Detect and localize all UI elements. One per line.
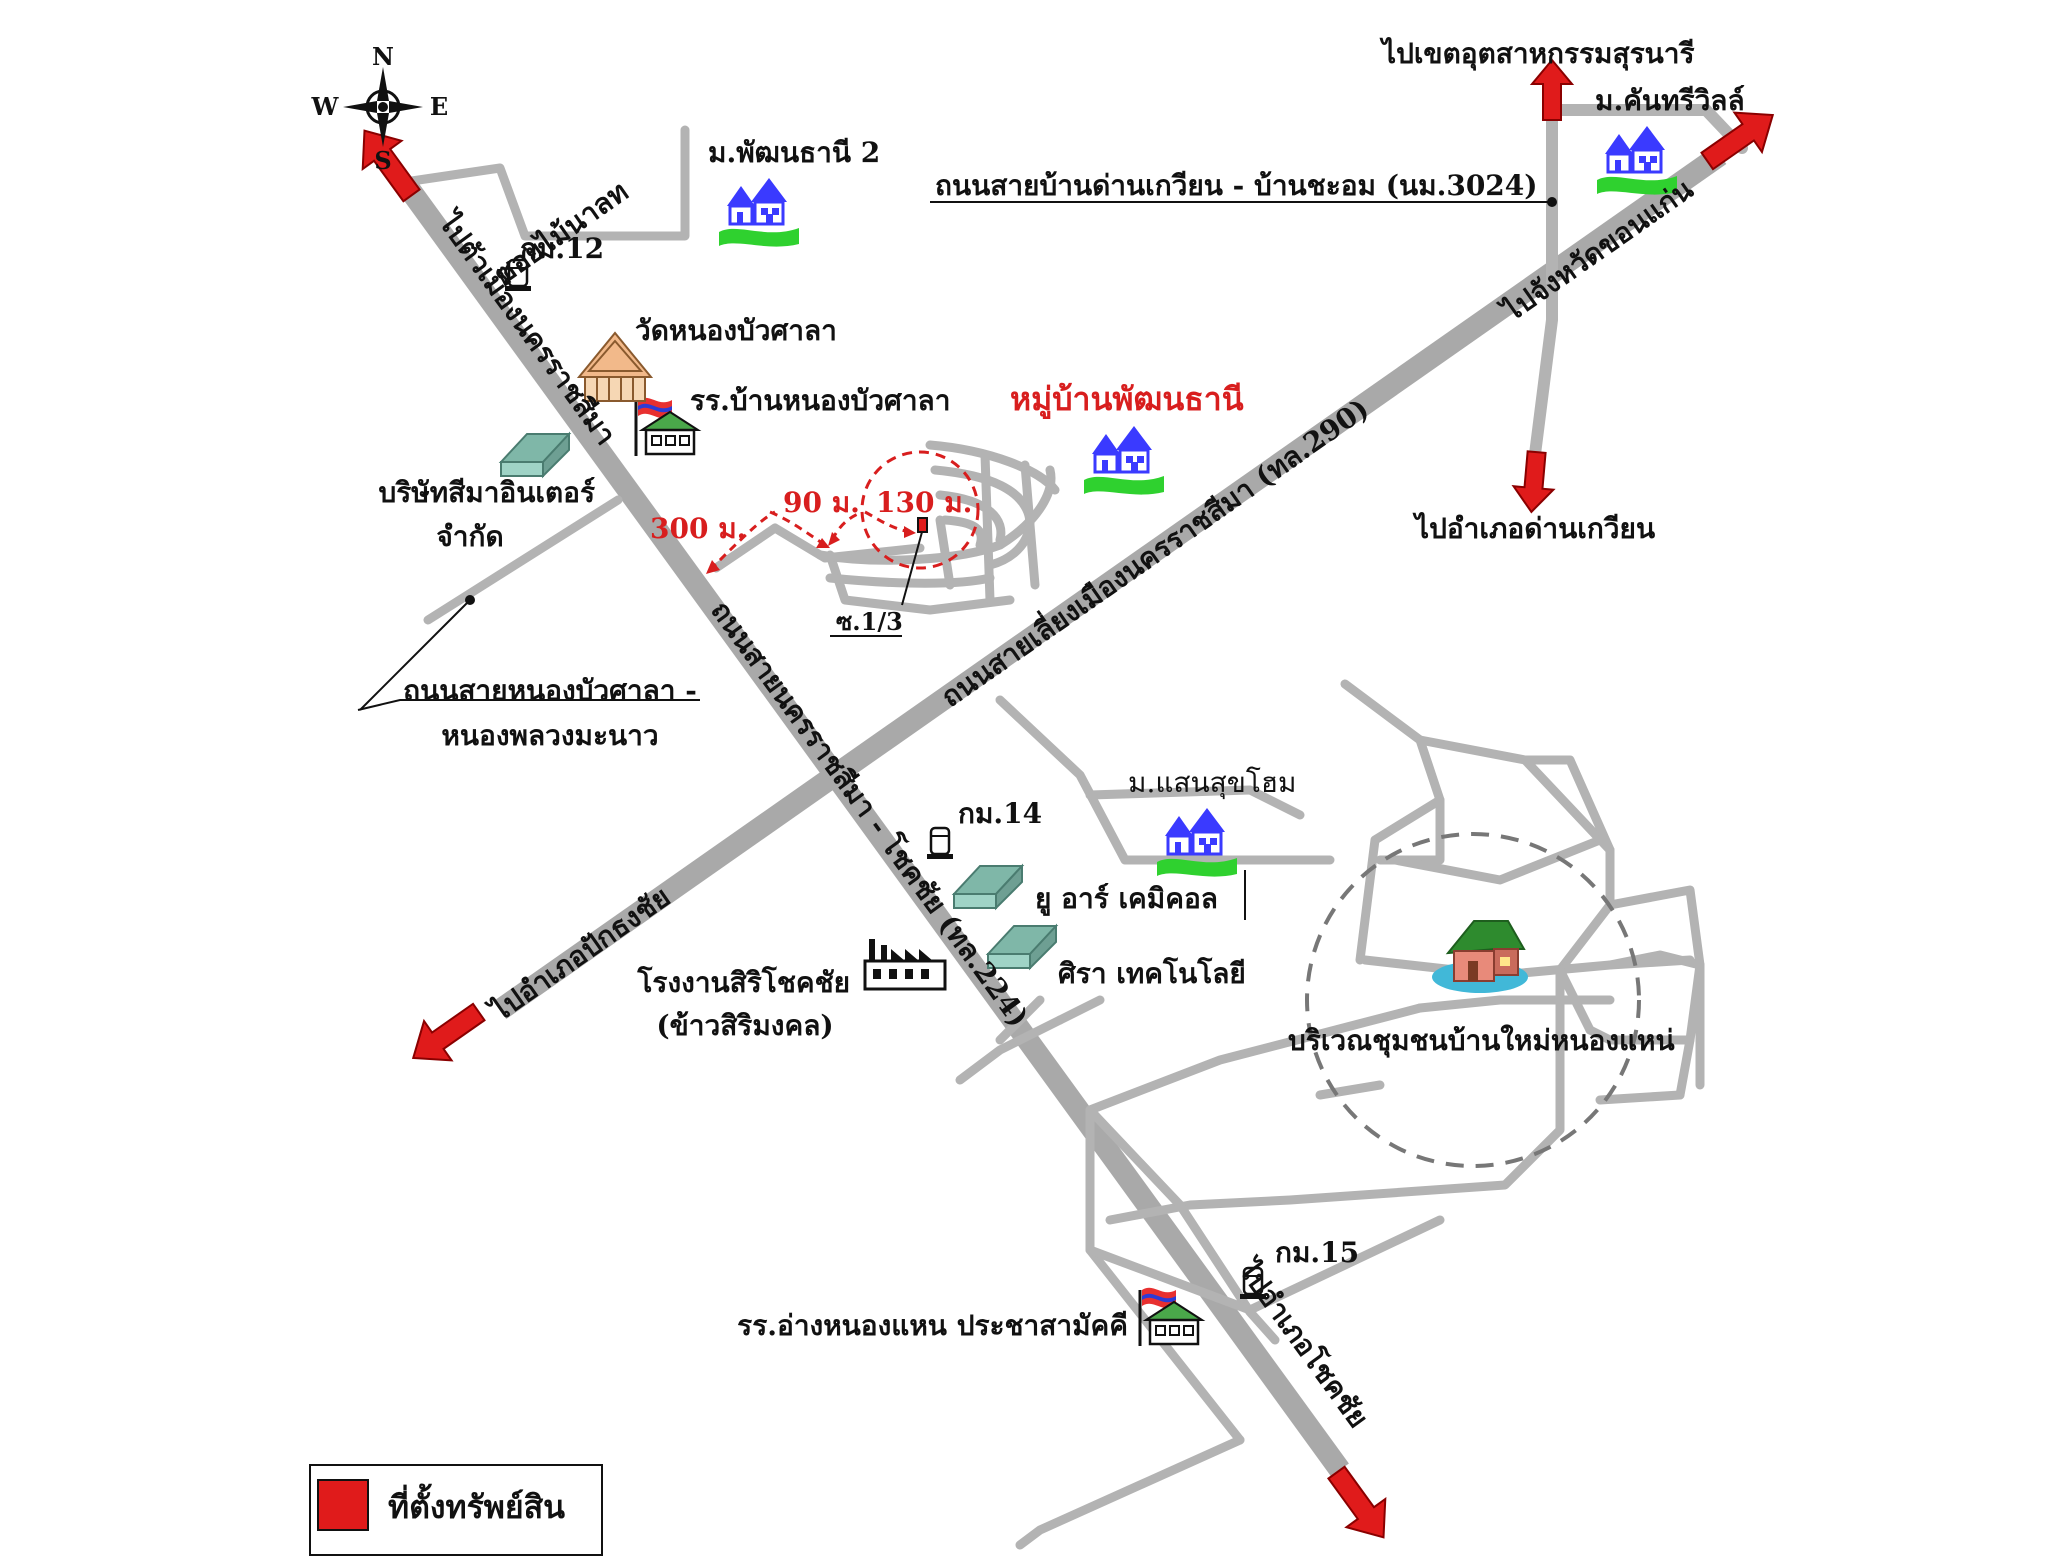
label-road-nongbua-line2: หนองพลวงมะนาว (441, 719, 658, 752)
label-siri-factory-line1: โรงงานสิริโชคชัย (636, 965, 850, 999)
label-soi13: ซ.1/3 (836, 607, 903, 636)
arrow-to-pakthongchai (411, 1002, 486, 1062)
road-nongbua (423, 495, 623, 625)
distance-indicators (706, 510, 916, 574)
label-road-3024: ถนนสายบ้านด่านเกวียน - บ้านชะอม (นม.3024… (935, 169, 1538, 202)
compass-west: W (311, 92, 340, 121)
village-subdivision (711, 440, 1060, 615)
community-boundary-circle (1305, 832, 1641, 1168)
km-post-icon-14 (925, 826, 955, 861)
label-saensuk: ม.แสนสุขโฮม (1128, 766, 1296, 800)
label-km15: กม.15 (1275, 1236, 1359, 1269)
property-radius-circle (860, 450, 980, 570)
highway-224 (401, 183, 1349, 1477)
house-cluster-icon-saensuk (1155, 806, 1239, 879)
label-to-industrial: ไปเขตอุตสาหกรรมสุรนารี (1379, 37, 1695, 71)
house-cluster-icon-village (1082, 424, 1166, 497)
label-km12: กม.12 (520, 232, 604, 265)
property-marker[interactable] (917, 517, 928, 533)
map-legend: ที่ตั้งทรัพย์สิน (309, 1464, 603, 1556)
road-3024-dot (1547, 197, 1557, 207)
legend-label: ที่ตั้งทรัพย์สิน (388, 1483, 565, 1526)
label-community: บริเวณชุมชนบ้านใหม่หนองแหน่ (1288, 1024, 1675, 1058)
label-road-nongbua-line1: ถนนสายหนองบัวศาลา - (403, 674, 697, 707)
label-country-ville: ม.คันทรีวิลล์ (1595, 84, 1745, 117)
arrow-to-chokchai (1327, 1465, 1387, 1539)
factory-icon (863, 939, 947, 991)
school-flag-icon-nongbua (634, 396, 700, 458)
arrow-to-dankwian (1511, 450, 1556, 514)
label-wat: วัดหนองบัวศาลา (635, 314, 837, 347)
legend-swatch (317, 1479, 369, 1531)
warehouse-icon-ur-chemical (953, 865, 1023, 909)
house-icon-community (1432, 920, 1528, 993)
compass-rose-icon: N S E W (311, 42, 449, 175)
compass-south: S (374, 146, 391, 175)
road-soi-mai-nalat (400, 125, 690, 241)
label-school-angnongnaen: รร.อ่างหนองแหน ประชาสามัคคี (737, 1309, 1128, 1342)
label-highway-290: ถนนสายเลี่ยงเมืองนครราชสีมา (ทล.290) (933, 389, 1375, 714)
label-distance-90: 90 ม. (783, 486, 860, 519)
map-labels: กม.12 กม.14 กม.15 ม.พัฒนธานี 2 วัดหนองบั… (378, 37, 1744, 1434)
label-to-pakthongchai: ไปอำเภอปักธงชัย (483, 880, 677, 1029)
label-distance-130: 130 ม. (876, 486, 972, 519)
label-pattanatanee2: ม.พัฒนธานี 2 (708, 136, 880, 169)
temple-icon (576, 331, 654, 402)
road-nongbua-leader (357, 699, 700, 711)
label-sira-tech: ศิรา เทคโนโลยี (1058, 956, 1246, 990)
label-sima-line1: บริษัทสีมาอินเตอร์ (378, 476, 595, 509)
compass-north: N (372, 42, 394, 71)
road-network (400, 104, 1748, 1550)
local-road-network-southeast (955, 679, 1705, 1550)
road-3024 (1528, 104, 1558, 468)
compass-east: E (430, 92, 448, 121)
house-cluster-icon-pattanatanee2 (717, 176, 801, 249)
label-km14: กม.14 (958, 797, 1042, 830)
label-sima-line2: จำกัด (436, 520, 503, 553)
school-flag-icon-angnongnaen (1138, 1286, 1204, 1348)
label-to-dankwian: ไปอำเภอด่านเกวียน (1412, 512, 1655, 545)
road-nongbua-leader-diag (359, 599, 471, 711)
label-siri-factory-line2: (ข้าวสิริมงคล) (656, 1009, 833, 1042)
soi-leader-line (901, 531, 923, 606)
highway-290 (493, 145, 1727, 1020)
direction-arrows (361, 58, 1775, 1539)
arrow-to-industrial (1529, 58, 1575, 121)
warehouse-icon-sima (500, 433, 570, 477)
label-ur-chemical: ยู อาร์ เคมิคอล (1035, 882, 1218, 916)
road-nongbua-dot (465, 595, 475, 605)
arrow-to-khonkaen (1700, 111, 1775, 171)
label-school-nongbua: รร.บ้านหนองบัวศาลา (690, 384, 950, 417)
label-distance-300: 300 ม. (650, 512, 746, 545)
label-village: หมู่บ้านพัฒนธานี (1010, 380, 1244, 420)
